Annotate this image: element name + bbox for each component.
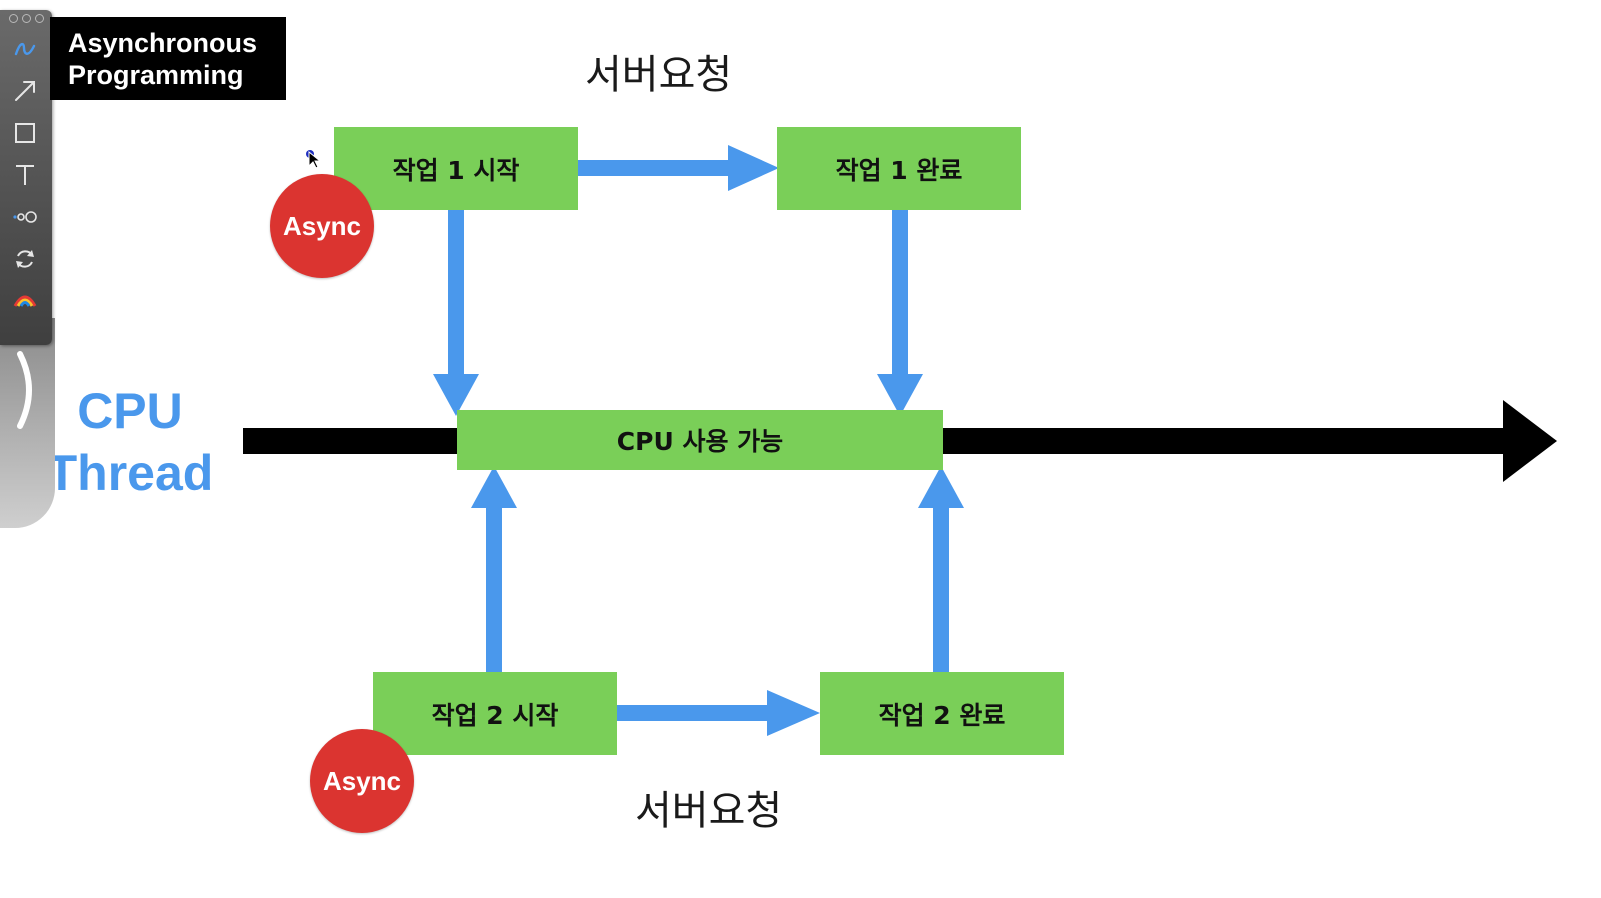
undo-redo-tool-button[interactable] <box>8 242 42 276</box>
arrow-task2-done-to-cpu <box>918 466 964 672</box>
settings-icon[interactable] <box>34 14 44 23</box>
task2-start-label: 작업 2 시작 <box>431 700 559 730</box>
arrow-task1-done-to-cpu <box>877 210 923 416</box>
task1-start-label: 작업 1 시작 <box>392 155 520 185</box>
color-icon <box>13 295 37 307</box>
mouse-cursor-icon <box>306 150 322 169</box>
line-width-tool-button[interactable] <box>8 200 42 234</box>
chevron-right-icon[interactable] <box>6 340 46 440</box>
arrow-task1-start-to-done <box>578 145 779 191</box>
cpu-available-box: CPU 사용 가능 <box>457 410 943 470</box>
color-tool-button[interactable] <box>8 282 42 316</box>
cpu-thread-label: CPU Thread <box>40 380 220 504</box>
arrow-task2-start-to-cpu <box>471 466 517 672</box>
async-badge-task1: Async <box>270 174 374 278</box>
task2-start-box: 작업 2 시작 <box>373 672 617 755</box>
pen-tool-button[interactable] <box>8 32 42 66</box>
tools-icon[interactable] <box>21 14 31 23</box>
server-request-label-bottom: 서버요청 <box>635 788 783 834</box>
close-icon[interactable] <box>8 14 18 23</box>
arrow-icon <box>15 81 35 101</box>
async-badge-task2: Async <box>310 729 414 833</box>
arrow-task2-start-to-done <box>617 690 820 736</box>
annotation-toolbar <box>0 10 52 345</box>
text-tool-button[interactable] <box>8 158 42 192</box>
task1-start-box: 작업 1 시작 <box>334 127 578 210</box>
title-badge: Asynchronous Programming <box>50 17 286 100</box>
task1-done-box: 작업 1 완료 <box>777 127 1021 210</box>
arrow-tool-button[interactable] <box>8 74 42 108</box>
cpu-label-line1: CPU <box>77 383 183 439</box>
task2-done-box: 작업 2 완료 <box>820 672 1064 755</box>
toolbar-window-controls <box>4 14 48 26</box>
text-icon <box>16 165 34 185</box>
server-request-label-top: 서버요청 <box>585 52 733 98</box>
undo-redo-icon <box>16 250 34 268</box>
cpu-label-line2: Thread <box>46 445 214 501</box>
task1-done-label: 작업 1 완료 <box>835 155 963 185</box>
rectangle-icon <box>15 123 35 143</box>
arrow-task1-start-to-cpu <box>433 210 479 416</box>
title-line1: Asynchronous <box>68 28 258 58</box>
line-width-icon <box>13 211 37 223</box>
async-badge-label: Async <box>282 210 362 241</box>
task2-done-label: 작업 2 완료 <box>878 700 1006 730</box>
rectangle-tool-button[interactable] <box>8 116 42 150</box>
pen-icon <box>14 42 36 56</box>
cpu-available-label: CPU 사용 가능 <box>616 427 784 456</box>
toolbar-expand-tab[interactable] <box>0 318 55 528</box>
async-badge-label: Async <box>322 765 402 796</box>
title-line2: Programming <box>68 60 244 90</box>
